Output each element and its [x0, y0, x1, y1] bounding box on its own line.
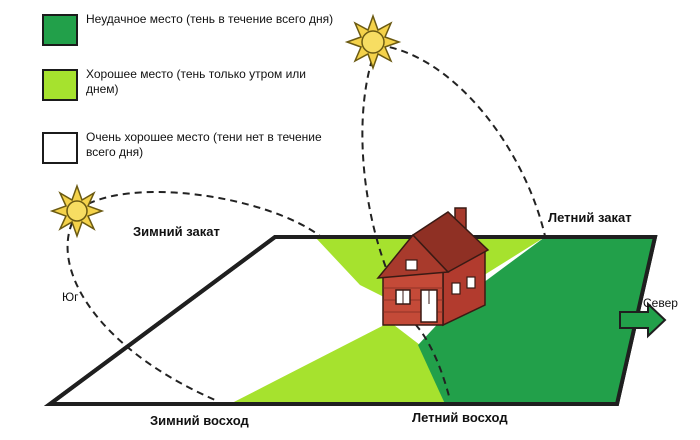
sun-icon [49, 183, 105, 239]
winter-sun-path [77, 191, 321, 237]
summer-sun-path [377, 44, 546, 237]
legend-text: Неудачное место (тень в течение всего дн… [86, 12, 334, 26]
legend-text: Хорошее место (тень только утром или дне… [86, 67, 306, 96]
north-label: Север [643, 296, 678, 310]
winter-sunset-label: Зимний закат [133, 224, 220, 239]
summer-sunrise-label: Летний восход [412, 410, 508, 425]
full-shade-zone [418, 237, 655, 404]
summer-sunset-label: Летний закат [548, 210, 632, 225]
sun-icon [344, 13, 402, 71]
legend-text: Очень хорошее место (тени нет в течение … [86, 130, 322, 159]
legend-swatch [42, 69, 78, 101]
south-label: Юг [62, 290, 79, 304]
partial-shade-zone-south [230, 322, 445, 404]
legend-item-partial-shade: Хорошее место (тень только утром или дне… [42, 67, 342, 107]
legend-item-full-shade: Неудачное место (тень в течение всего дн… [42, 12, 342, 52]
north-arrow-icon [619, 301, 667, 339]
winter-sunrise-label: Зимний восход [150, 413, 249, 428]
winter-sun-path-south [66, 211, 216, 401]
legend-swatch [42, 14, 78, 46]
legend-swatch [42, 132, 78, 164]
legend-item-no-shade: Очень хорошее место (тени нет в течение … [42, 130, 342, 170]
ground-plot-outline [43, 235, 658, 406]
house-icon [376, 207, 490, 327]
